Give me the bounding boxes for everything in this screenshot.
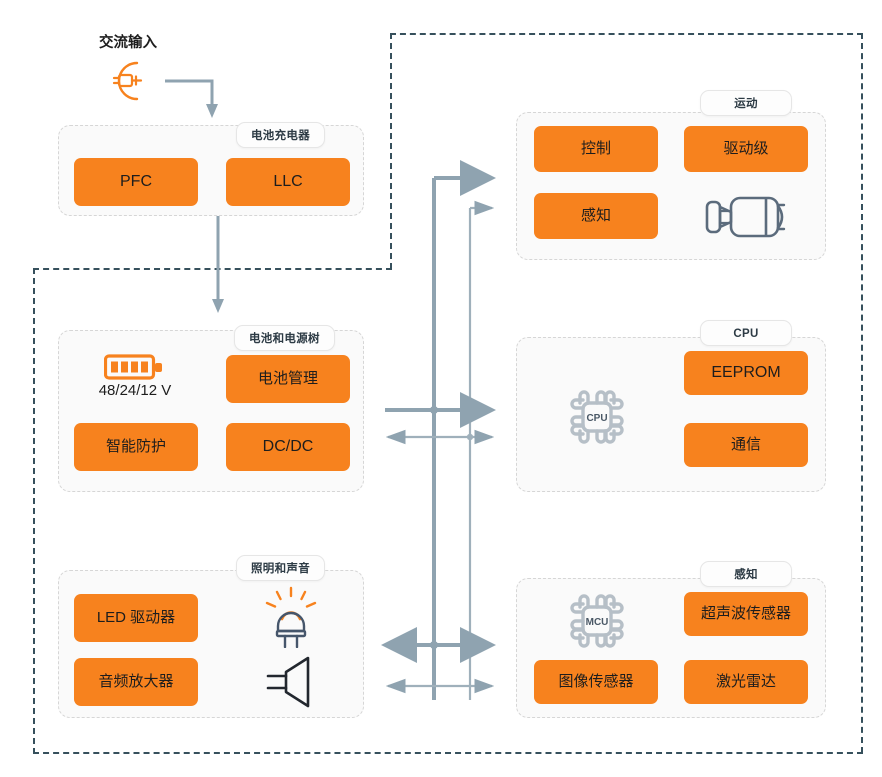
block-motion-sensing[interactable]: 感知 — [534, 193, 658, 239]
ac-plug-icon — [105, 57, 165, 110]
led-lamp-icon — [261, 586, 321, 653]
block-lidar[interactable]: 激光雷达 — [684, 660, 808, 704]
battery-icon — [103, 352, 166, 387]
block-audio-amplifier[interactable]: 音频放大器 — [74, 658, 198, 706]
block-motion-control[interactable]: 控制 — [534, 126, 658, 172]
block-dcdc[interactable]: DC/DC — [226, 423, 350, 471]
block-eeprom[interactable]: EEPROM — [684, 351, 808, 395]
panel-badge-lighting-sound: 照明和声音 — [236, 555, 325, 581]
block-llc[interactable]: LLC — [226, 158, 350, 206]
system-boundary-right — [861, 33, 863, 753]
block-pfc[interactable]: PFC — [74, 158, 198, 206]
panel-badge-sensing: 感知 — [700, 561, 792, 587]
system-boundary-lower-left — [33, 268, 35, 754]
panel-badge-motion: 运动 — [700, 90, 792, 116]
block-ultrasonic-sensor[interactable]: 超声波传感器 — [684, 592, 808, 636]
battery-voltage-label: 48/24/12 V — [98, 382, 172, 399]
svg-text:MCU: MCU — [586, 617, 609, 628]
block-battery-management[interactable]: 电池管理 — [226, 355, 350, 403]
system-boundary-top — [390, 33, 863, 35]
system-boundary-step — [33, 268, 392, 270]
panel-badge-battery-power-tree: 电池和电源树 — [234, 325, 335, 351]
block-smart-protection[interactable]: 智能防护 — [74, 423, 198, 471]
svg-text:CPU: CPU — [586, 413, 607, 424]
block-led-driver[interactable]: LED 驱动器 — [74, 594, 198, 642]
system-boundary-upper-left — [390, 33, 392, 269]
block-drive-stage[interactable]: 驱动级 — [684, 126, 808, 172]
panel-badge-battery-charger: 电池充电器 — [236, 122, 325, 148]
mcu-chip-icon: MCU — [560, 584, 634, 663]
panel-badge-cpu: CPU — [700, 320, 792, 346]
system-boundary-bottom — [33, 752, 863, 754]
cpu-chip-icon: CPU — [560, 380, 634, 459]
ac-input-label: 交流输入 — [99, 35, 157, 51]
block-communication[interactable]: 通信 — [684, 423, 808, 467]
block-image-sensor[interactable]: 图像传感器 — [534, 660, 658, 704]
speaker-icon — [258, 655, 324, 714]
motor-icon — [698, 190, 796, 249]
